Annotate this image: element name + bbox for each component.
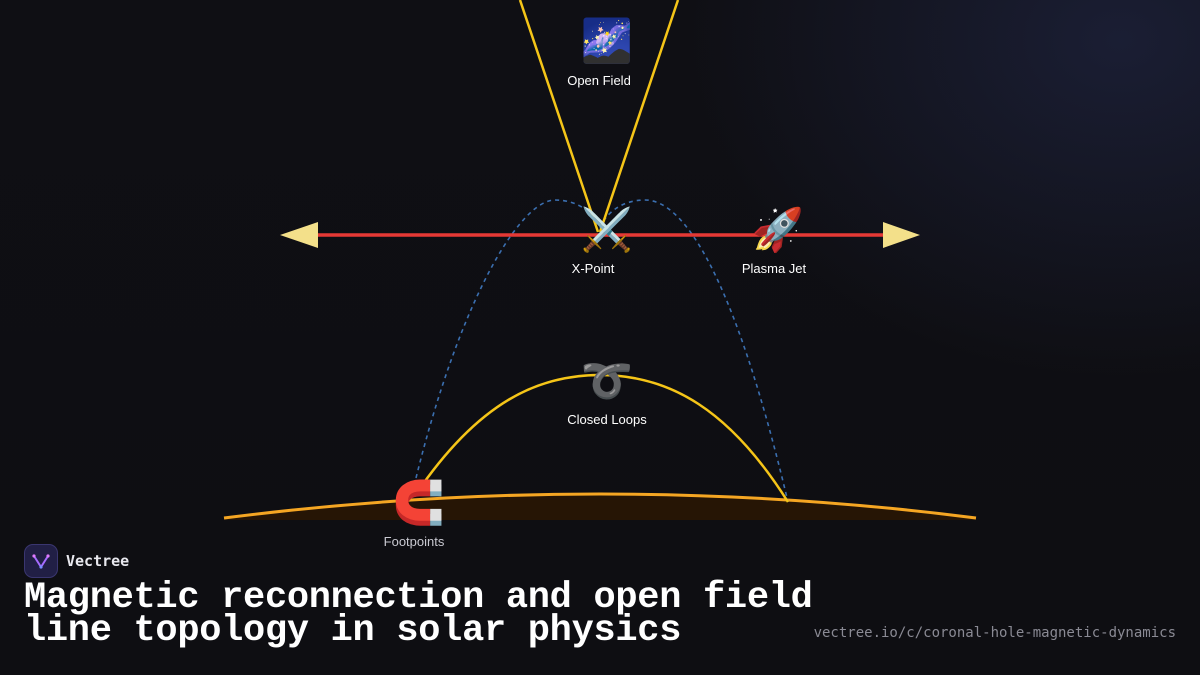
- jet-arrow-right: [883, 222, 920, 248]
- closed-loops-label: Closed Loops: [567, 412, 647, 427]
- closed-loop-line: [414, 373, 790, 503]
- source-url: vectree.io/c/coronal-hole-magnetic-dynam…: [813, 625, 1176, 641]
- rocket-icon: 🚀: [751, 205, 805, 254]
- crossed-swords-icon: ⚔️: [580, 205, 634, 254]
- vectree-logo-icon: [24, 544, 58, 578]
- brand: Vectree: [24, 544, 129, 578]
- plasma-jet-label: Plasma Jet: [741, 261, 807, 276]
- reconnected-line-right: [599, 199, 789, 503]
- jet-arrow-left: [280, 222, 318, 248]
- brand-name: Vectree: [66, 552, 130, 570]
- x-point-label: X-Point: [571, 261, 615, 276]
- curly-loop-icon: ➰: [580, 356, 634, 405]
- open-field-line-left: [518, 0, 600, 233]
- open-field-line-right: [598, 0, 680, 233]
- footpoints-label: Footpoints: [383, 534, 445, 549]
- milky-way-icon: 🌌: [580, 16, 634, 65]
- open-field-label: Open Field: [567, 73, 631, 88]
- page-title: Magnetic reconnection and open field lin…: [24, 577, 813, 652]
- magnet-icon: 🧲: [392, 478, 446, 527]
- solar-surface-line: [223, 492, 977, 520]
- reconnected-line-left: [415, 199, 601, 479]
